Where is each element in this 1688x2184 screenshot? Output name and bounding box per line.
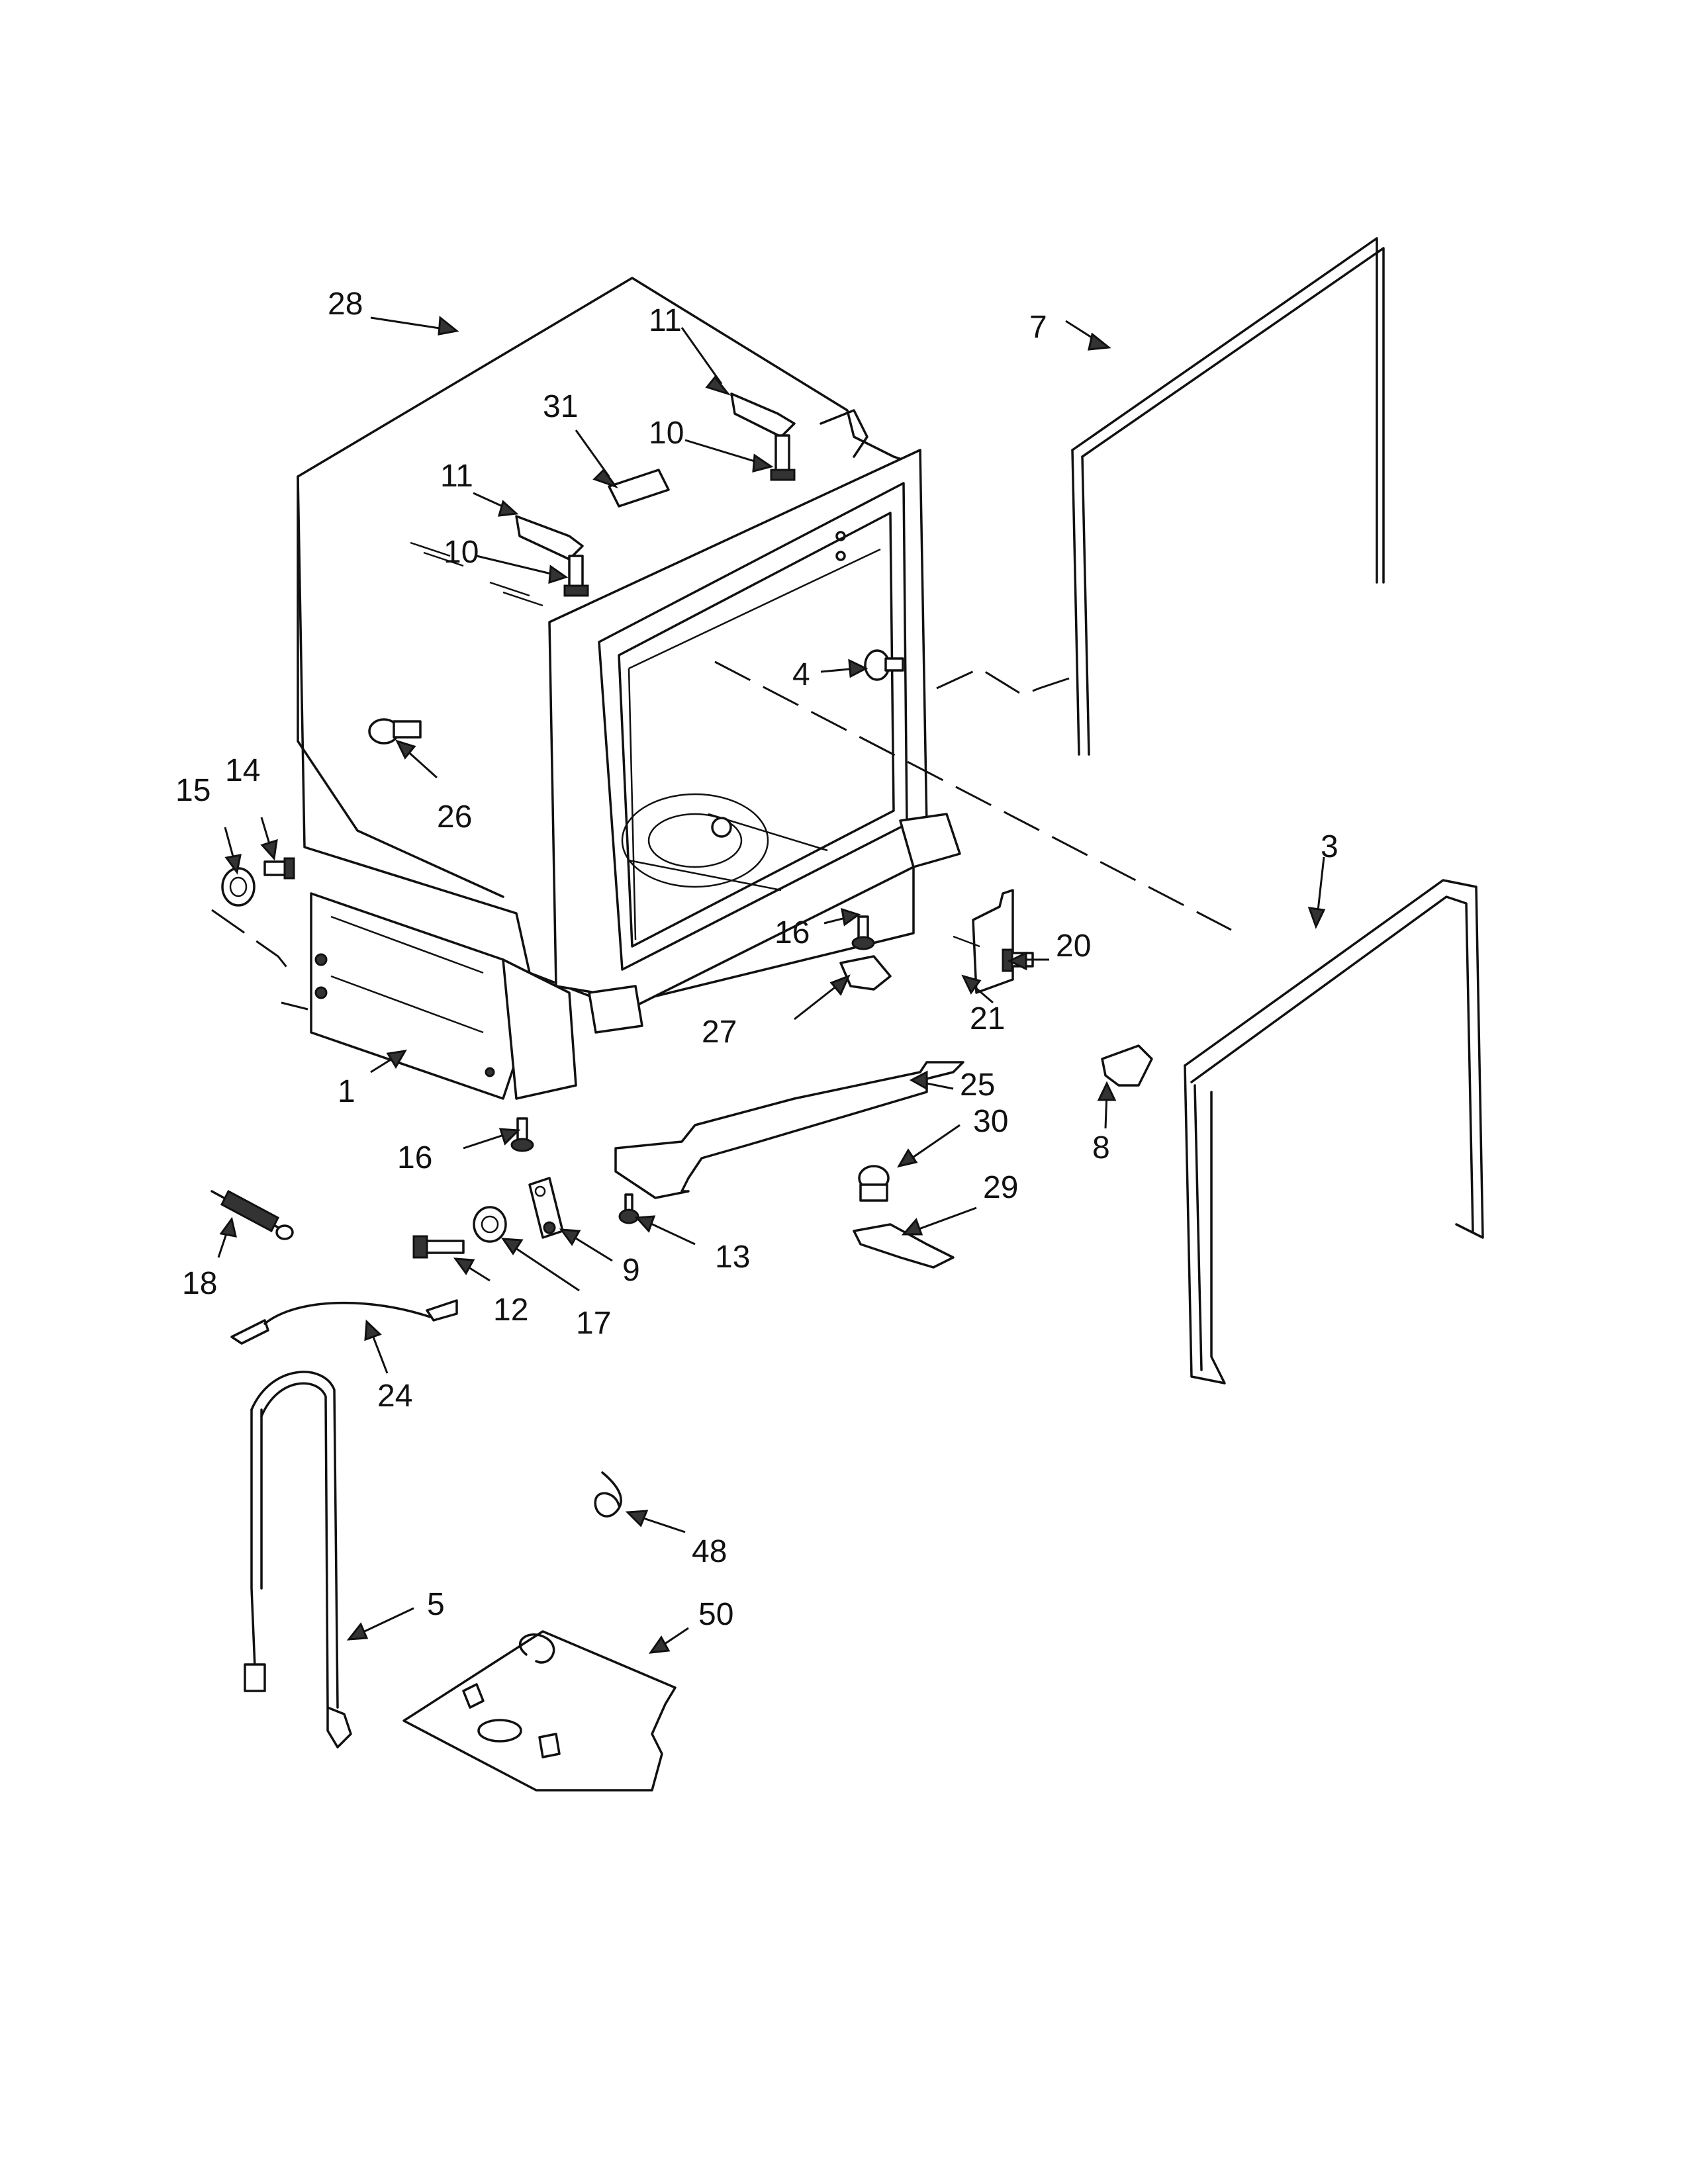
alignment-line-base [281, 1001, 308, 1011]
callout-16b: 16 [397, 1140, 432, 1175]
callout-8: 8 [1092, 1130, 1110, 1165]
tag-31 [608, 469, 670, 508]
spring-18 [211, 1189, 294, 1240]
callout-28: 28 [328, 287, 363, 322]
toe-panel-25 [614, 1061, 964, 1199]
clip-27 [839, 955, 892, 991]
callout-20: 20 [1056, 929, 1091, 964]
leveling-leg-15 [221, 867, 256, 907]
callout-labels: 28 7 11 31 10 11 10 4 26 15 14 3 16 20 2… [175, 287, 1338, 1632]
door-gasket-top [1071, 237, 1385, 756]
callout-14: 14 [225, 753, 260, 788]
hinge-bracket-11a [730, 392, 796, 438]
leader-lines [217, 316, 1326, 1654]
callout-3: 3 [1321, 829, 1338, 864]
callout-30: 30 [973, 1104, 1008, 1139]
callout-15: 15 [175, 773, 211, 808]
bumper-4 [864, 649, 904, 681]
callout-5: 5 [427, 1587, 445, 1622]
wheel-17 [473, 1206, 507, 1243]
latch-8 [1101, 1044, 1153, 1087]
tub-gasket-u [1184, 879, 1484, 1385]
foot-13 [618, 1193, 639, 1224]
callout-7: 7 [1029, 310, 1047, 345]
callout-21: 21 [970, 1001, 1005, 1036]
screw-14 [263, 857, 295, 880]
callout-25: 25 [960, 1068, 995, 1103]
leveling-foot-16a [851, 915, 875, 950]
alignment-line-gasket [936, 667, 1070, 696]
callout-26: 26 [437, 799, 472, 835]
callout-11a: 11 [649, 303, 682, 338]
callout-50: 50 [698, 1597, 733, 1632]
alignment-line-leg [211, 909, 293, 974]
callout-31: 31 [543, 389, 578, 424]
alignment-line-tub-gasket [714, 660, 1232, 931]
callout-48: 48 [692, 1534, 727, 1569]
callout-16a: 16 [774, 915, 810, 950]
callout-4: 4 [792, 657, 810, 692]
wire-24 [230, 1299, 458, 1345]
callout-24: 24 [377, 1379, 412, 1414]
clamp-48 [594, 1471, 622, 1518]
screw-12 [412, 1235, 465, 1259]
thermostat-30 [858, 1165, 890, 1202]
mounting-bracket-21 [953, 889, 1014, 994]
screw-10b [563, 555, 589, 597]
screw-10a [770, 434, 796, 481]
callout-13: 13 [715, 1240, 750, 1275]
link-9 [528, 1177, 564, 1239]
callout-10a: 10 [649, 416, 684, 451]
thermostat-bracket-29 [853, 1223, 955, 1269]
callout-27: 27 [702, 1015, 737, 1050]
callout-29: 29 [983, 1170, 1018, 1205]
drain-hose-5 [244, 1371, 352, 1749]
callout-17: 17 [576, 1306, 611, 1341]
callout-18: 18 [182, 1266, 217, 1301]
leveling-foot-16b [510, 1117, 534, 1152]
plug-26 [368, 718, 422, 745]
callout-11b: 11 [440, 459, 473, 494]
callout-1: 1 [338, 1074, 355, 1109]
callout-9: 9 [622, 1253, 640, 1288]
callout-12: 12 [493, 1293, 528, 1328]
parts-bag-50 [402, 1630, 677, 1792]
callout-10b: 10 [444, 535, 479, 570]
hinge-bracket-11b [515, 515, 584, 561]
